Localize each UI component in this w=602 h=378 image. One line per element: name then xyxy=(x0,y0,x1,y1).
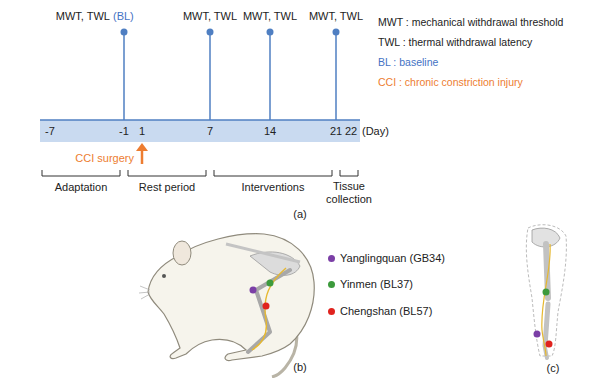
panel-letter: (a) xyxy=(293,208,306,221)
abbreviation-note: TWL : thermal withdrawal latency xyxy=(378,36,532,49)
timeline-edge xyxy=(40,119,360,121)
day-tick: 22 xyxy=(345,125,357,138)
abbreviation-note: CCI : chronic constriction injury xyxy=(378,76,523,89)
phase-brackets xyxy=(42,170,358,176)
phase-label: Adaptation xyxy=(55,181,108,194)
measure-markers xyxy=(124,32,336,120)
abbreviation-note: BL : baseline xyxy=(378,56,438,69)
phase-label: Tissue collection xyxy=(317,180,381,206)
timeline-bar xyxy=(40,120,360,142)
legend-text: Yanglingquan (GB34) xyxy=(340,252,445,265)
panel-letter: (b) xyxy=(293,361,306,374)
day-tick: 21 xyxy=(330,125,342,138)
measure-label: MWT, TWL xyxy=(309,10,363,23)
day-tick: -7 xyxy=(45,125,55,138)
measure-label: MWT, TWL xyxy=(56,10,110,23)
legend-dot xyxy=(328,255,335,262)
measure-label: MWT, TWL xyxy=(243,10,297,23)
panel-letter: (c) xyxy=(547,362,560,375)
rat-illustration xyxy=(139,234,314,377)
legend-dot xyxy=(328,281,335,288)
phase-label: Rest period xyxy=(139,181,195,194)
phase-label: Interventions xyxy=(242,181,305,194)
legend-text: Chengshan (BL57) xyxy=(340,305,432,318)
measure-label: MWT, TWL xyxy=(183,10,237,23)
legend-dot xyxy=(328,308,335,315)
leg-illustration xyxy=(526,225,566,358)
day-tick: -1 xyxy=(119,125,129,138)
day-tick: 14 xyxy=(264,125,276,138)
day-tick: 7 xyxy=(207,125,213,138)
baseline-tag: (BL) xyxy=(113,10,134,23)
day-unit: (Day) xyxy=(362,125,389,138)
surgery-label: CCI surgery xyxy=(75,152,134,165)
abbreviation-note: MWT : mechanical withdrawal threshold xyxy=(378,16,563,29)
day-tick: 1 xyxy=(139,125,145,138)
surgery-arrow xyxy=(136,143,148,164)
marker-dots xyxy=(121,29,340,36)
legend-text: Yinmen (BL37) xyxy=(340,278,413,291)
